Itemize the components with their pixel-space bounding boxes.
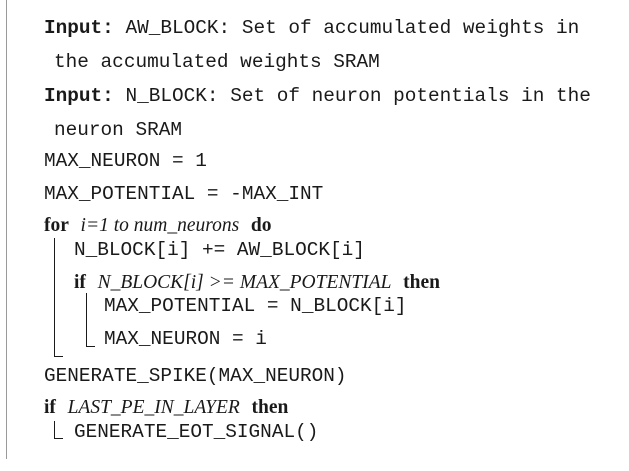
input-aw-block-text: AW_BLOCK: Set of accumulated weights in bbox=[125, 17, 580, 39]
for-keyword: for bbox=[44, 215, 69, 236]
for-block-bracket bbox=[54, 238, 55, 357]
input-n-block-line: Input: N_BLOCK: Set of neuron potentials… bbox=[44, 83, 591, 109]
if-keyword: if bbox=[44, 397, 56, 418]
accumulate-text: N_BLOCK[i] += AW_BLOCK[i] bbox=[74, 239, 365, 261]
input-keyword: Input: bbox=[44, 17, 114, 39]
if-condition: N_BLOCK[i] >= MAX_POTENTIAL bbox=[97, 272, 392, 293]
assign-max-potential-line: MAX_POTENTIAL = N_BLOCK[i] bbox=[104, 293, 407, 319]
accumulate-line: N_BLOCK[i] += AW_BLOCK[i] bbox=[74, 237, 365, 263]
init-max-neuron-line: MAX_NEURON = 1 bbox=[44, 148, 207, 174]
left-margin-rule bbox=[6, 0, 7, 459]
if-block-bracket bbox=[86, 293, 87, 347]
for-range: i=1 to num_neurons bbox=[80, 215, 240, 236]
input-aw-block-continuation: the accumulated weights SRAM bbox=[54, 49, 380, 75]
for-block-bracket-foot bbox=[54, 356, 63, 357]
assign-max-neuron-text: MAX_NEURON = i bbox=[104, 328, 267, 350]
for-loop-header: for i=1 to num_neurons do bbox=[44, 213, 271, 239]
input-n-block-text: N_BLOCK: Set of neuron potentials in the bbox=[125, 85, 591, 107]
if-keyword: if bbox=[74, 272, 86, 293]
input-aw-block-line: Input: AW_BLOCK: Set of accumulated weig… bbox=[44, 15, 579, 41]
generate-spike-line: GENERATE_SPIKE(MAX_NEURON) bbox=[44, 363, 347, 389]
if-last-pe-bracket-foot bbox=[54, 438, 63, 439]
assign-max-neuron-line: MAX_NEURON = i bbox=[104, 326, 267, 352]
if-header: if N_BLOCK[i] >= MAX_POTENTIAL then bbox=[74, 270, 440, 296]
if-last-pe-header: if LAST_PE_IN_LAYER then bbox=[44, 395, 288, 421]
if-block-bracket-foot bbox=[86, 346, 95, 347]
init-max-potential-text: MAX_POTENTIAL = -MAX_INT bbox=[44, 183, 324, 205]
if-last-pe-bracket bbox=[54, 421, 55, 439]
assign-max-potential-text: MAX_POTENTIAL = N_BLOCK[i] bbox=[104, 295, 407, 317]
input-n-block-cont-text: neuron SRAM bbox=[54, 119, 182, 141]
generate-eot-text: GENERATE_EOT_SIGNAL() bbox=[74, 421, 319, 443]
generate-eot-line: GENERATE_EOT_SIGNAL() bbox=[74, 419, 318, 445]
input-keyword: Input: bbox=[44, 85, 114, 107]
then-keyword: then bbox=[251, 397, 289, 418]
generate-spike-text: GENERATE_SPIKE(MAX_NEURON) bbox=[44, 365, 347, 387]
init-max-neuron-text: MAX_NEURON = 1 bbox=[44, 150, 207, 172]
then-keyword: then bbox=[403, 272, 440, 293]
do-keyword: do bbox=[250, 215, 272, 236]
input-aw-block-cont-text: the accumulated weights SRAM bbox=[54, 51, 380, 73]
input-n-block-continuation: neuron SRAM bbox=[54, 117, 182, 143]
if-last-pe-condition: LAST_PE_IN_LAYER bbox=[67, 397, 240, 418]
init-max-potential-line: MAX_POTENTIAL = -MAX_INT bbox=[44, 181, 323, 207]
